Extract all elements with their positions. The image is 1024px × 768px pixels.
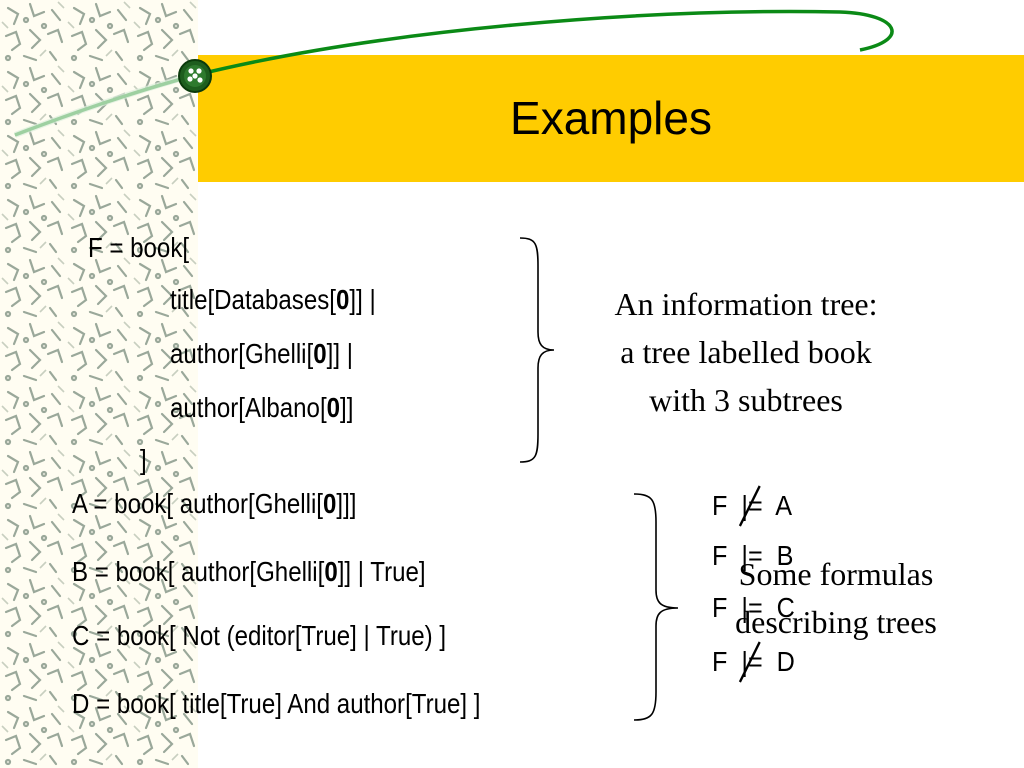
relation-f-d-left: F — [712, 646, 728, 677]
formula-f-line-1: F = book[ — [88, 232, 190, 263]
formula-f-line-4-close: ]] — [340, 392, 354, 423]
decorative-pattern-strip — [0, 0, 198, 768]
formula-a-close: ]]] — [336, 488, 357, 519]
formulas-note: Some formulas describing trees — [700, 550, 972, 646]
brace-formula-f — [519, 237, 555, 463]
formula-c: C = book[ Not (editor[True] | True) ] — [72, 620, 447, 651]
relation-f-a: F |= A — [712, 485, 793, 527]
relation-f-c-symbol: |= — [741, 592, 763, 623]
tree-note: An information tree: a tree labelled boo… — [570, 280, 922, 424]
tree-note-line-2: a tree labelled book — [620, 334, 872, 370]
relation-f-c-right: C — [776, 592, 795, 623]
tree-note-line-1: An information tree: — [614, 286, 878, 322]
tree-note-line-3: with 3 subtrees — [649, 382, 843, 418]
formula-f-line-4: author[Albano[0]] — [170, 392, 353, 424]
formula-b-zero: 0 — [324, 556, 338, 587]
relation-f-c-left: F — [712, 592, 728, 623]
formula-d: D = book[ title[True] And author[True] ] — [72, 688, 481, 719]
formula-f-line-2-text: title[Databases[ — [170, 284, 336, 315]
relation-f-b: F |= B — [712, 540, 793, 572]
negation-slash-icon — [738, 641, 761, 683]
negation-slash-icon — [738, 485, 761, 527]
relation-f-b-right: B — [776, 540, 794, 571]
formula-f-line-4-zero: 0 — [326, 392, 341, 423]
formula-a-zero: 0 — [322, 488, 337, 519]
slide-title: Examples — [510, 92, 712, 144]
relation-f-b-symbol: |= — [741, 540, 763, 571]
formula-f-line-3-text: author[Ghelli[ — [170, 338, 314, 369]
formula-a-text: A = book[ author[Ghelli[ — [72, 488, 323, 519]
formula-f-line-5: ] — [140, 444, 147, 475]
formula-f-line-3-close: ]] | — [326, 338, 353, 369]
formula-b: B = book[ author[Ghelli[0]] | True] — [72, 556, 426, 588]
formula-f-line-4-text: author[Albano[ — [170, 392, 327, 423]
formula-b-text: B = book[ author[Ghelli[ — [72, 556, 325, 587]
relation-f-d-right: D — [776, 646, 795, 677]
formula-f-line-2-close: ]] | — [349, 284, 376, 315]
formula-b-close: ]] | True] — [337, 556, 426, 587]
relation-f-a-left: F — [712, 490, 728, 521]
relation-f-a-right: A — [775, 490, 793, 521]
relation-f-c: F |= C — [712, 592, 795, 624]
formula-f-line-3-zero: 0 — [313, 338, 327, 369]
formula-f-line-2: title[Databases[0]] | — [170, 284, 376, 316]
relation-f-d: F |= D — [712, 641, 795, 683]
formulas-note-line-1: Some formulas — [738, 556, 934, 592]
formula-f-line-3: author[Ghelli[0]] | — [170, 338, 353, 370]
formula-a: A = book[ author[Ghelli[0]]] — [72, 488, 356, 520]
formulas-note-line-2: describing trees — [735, 604, 937, 640]
brace-formulas — [633, 493, 679, 721]
formula-f-line-2-zero: 0 — [335, 284, 350, 315]
relation-f-b-left: F — [712, 540, 728, 571]
